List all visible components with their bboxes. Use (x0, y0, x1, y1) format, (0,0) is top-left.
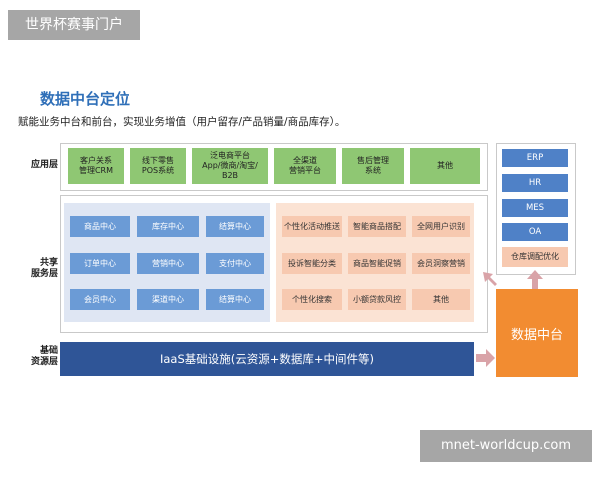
system-erp: ERP (502, 149, 568, 167)
business-box-product: 商品中心 (70, 216, 130, 237)
layer-label-shared-line2: 服务层 (30, 269, 58, 279)
app-box-other: 其他 (410, 148, 480, 184)
app-box-ecommerce-l2: App/微商/淘宝/ (202, 161, 258, 170)
system-mes: MES (502, 199, 568, 217)
business-box-settlement: 结算中心 (206, 216, 264, 237)
business-box-settlement-2: 结算中心 (206, 289, 264, 310)
business-box-order: 订单中心 (70, 253, 130, 274)
layer-label-app: 应用层 (30, 160, 58, 170)
watermark-bottom: mnet-worldcup.com (420, 430, 592, 462)
business-box-inventory: 库存中心 (137, 216, 199, 237)
app-box-pos-l1: 线下零售 (141, 156, 174, 165)
data-app-risk: 小额贷款风控 (348, 289, 406, 310)
arrow-iaas-to-platform-icon (476, 349, 495, 367)
app-box-aftersales-l1: 售后管理 (357, 156, 389, 165)
layer-label-base: 基础 资源层 (10, 346, 58, 368)
system-oa: OA (502, 223, 568, 241)
business-box-member: 会员中心 (70, 289, 130, 310)
app-box-aftersales-l2: 系统 (365, 166, 381, 175)
app-box-ecommerce-l1: 泛电商平台 (210, 151, 250, 160)
layer-label-base-line1: 基础 (39, 346, 58, 356)
data-app-push: 个性化活动推送 (282, 216, 342, 237)
diagram-title: 数据中台定位 (40, 90, 131, 108)
app-box-crm-l2: 管理CRM (78, 166, 114, 175)
data-platform-box: 数据中台 (496, 289, 578, 377)
app-box-crm: 客户关系管理CRM (68, 148, 124, 184)
arrow-platform-to-warehouse-icon (527, 270, 543, 289)
data-app-search: 个性化搜索 (282, 289, 342, 310)
app-box-omnichannel: 全渠道营销平台 (274, 148, 336, 184)
layer-label-shared-line1: 共享 (39, 258, 58, 268)
diagram-subtitle: 赋能业务中台和前台，实现业务增值（用户留存/产品销量/商品库存）。 (18, 116, 346, 128)
layer-label-base-line2: 资源层 (30, 357, 58, 367)
arrow-platform-to-data-apps-icon (483, 272, 497, 286)
app-box-pos-l2: POS系统 (141, 166, 175, 175)
data-app-complaint: 投诉智能分类 (282, 253, 342, 274)
business-box-channel: 渠道中心 (137, 289, 199, 310)
system-hr: HR (502, 174, 568, 192)
data-app-matching: 智能商品搭配 (348, 216, 406, 237)
iaas-bar: IaaS基础设施(云资源+数据库+中间件等) (60, 342, 474, 376)
app-box-aftersales: 售后管理系统 (342, 148, 404, 184)
watermark-top: 世界杯赛事门户 (8, 10, 140, 40)
data-app-user-id: 全网用户识别 (412, 216, 470, 237)
app-box-other-l1: 其他 (437, 161, 453, 170)
data-app-member-insight: 会员洞察营销 (412, 253, 470, 274)
warehouse-optimization-box: 仓库调配优化 (502, 247, 568, 267)
business-box-marketing: 营销中心 (137, 253, 199, 274)
app-box-omnichannel-l1: 全渠道 (293, 156, 317, 165)
data-app-other: 其他 (412, 289, 470, 310)
app-box-omnichannel-l2: 营销平台 (289, 166, 321, 175)
app-box-crm-l1: 客户关系 (79, 156, 112, 165)
layer-label-shared: 共享 服务层 (10, 258, 58, 280)
business-box-payment: 支付中心 (206, 253, 264, 274)
data-app-promotion: 商品智能促销 (348, 253, 406, 274)
app-box-ecommerce-l3: B2B (221, 171, 239, 180)
